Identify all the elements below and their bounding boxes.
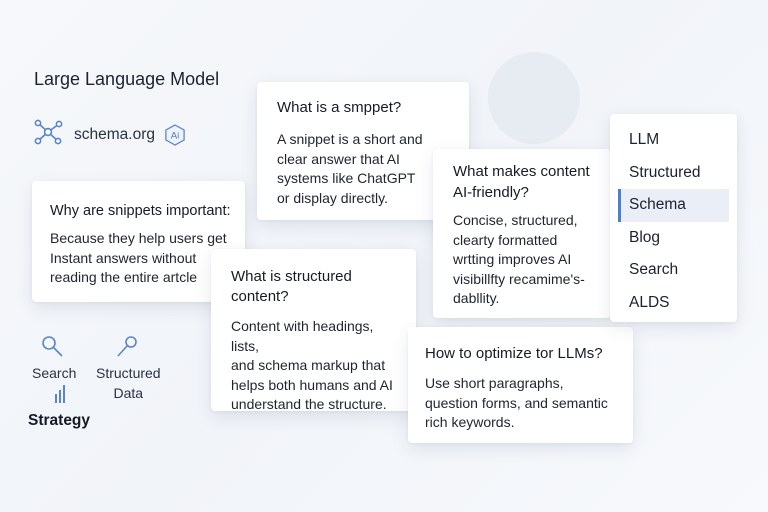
ai-badge-icon: Ai bbox=[165, 123, 185, 146]
structured-data-label: Structured Data bbox=[96, 365, 161, 401]
sidebar-item-search[interactable]: Search bbox=[629, 261, 679, 279]
pin-icon bbox=[115, 334, 141, 365]
page-title: Large Language Model bbox=[34, 69, 220, 89]
card-why-snippets: Why are snippets important: Because they… bbox=[32, 181, 245, 302]
card-title: How to optimize tor LLMs? bbox=[425, 345, 603, 362]
sidebar-item-schema[interactable]: Schema bbox=[618, 189, 729, 222]
card-title: What is a smppet? bbox=[277, 99, 402, 116]
ai-badge-text: Ai bbox=[171, 130, 179, 141]
card-body: Because they help users get Instant answ… bbox=[50, 230, 227, 285]
sidebar-item-llm[interactable]: LLM bbox=[629, 131, 660, 149]
card-body: Concise, structured, clearty formatted w… bbox=[453, 212, 585, 306]
card-title: What is structured content? bbox=[231, 268, 352, 305]
card-ai-friendly: What makes content AI-friendly? Concise,… bbox=[433, 149, 611, 318]
strategy-label: Strategy bbox=[28, 412, 91, 429]
schema-label: schema.org bbox=[74, 125, 155, 143]
card-body: A snippet is a short and clear answer th… bbox=[277, 131, 423, 206]
sidebar-item-alds[interactable]: ALDS bbox=[629, 293, 670, 311]
card-body: Content with headings, lists, and schema… bbox=[231, 318, 393, 412]
card-title: Why are snippets important: bbox=[50, 203, 231, 219]
sidebar-item-blog[interactable]: Blog bbox=[629, 228, 661, 246]
card-structured-content: What is structured content? Content with… bbox=[211, 249, 416, 412]
card-what-is-snippet: What is a smppet? A snippet is a short a… bbox=[257, 82, 469, 220]
card-body: Use short paragraphs, question forms, an… bbox=[425, 375, 608, 430]
magnifier-icon bbox=[40, 334, 66, 365]
decorative-circle bbox=[488, 52, 580, 144]
card-optimize-llms: How to optimize tor LLMs? Use short para… bbox=[408, 327, 633, 443]
schema-row: schema.org Ai bbox=[32, 118, 185, 151]
bar-chart-icon bbox=[54, 384, 66, 409]
search-label: Search bbox=[32, 365, 77, 381]
strategy-icons: Search Structured Data bbox=[26, 330, 176, 440]
sidebar-item-structured[interactable]: Structured bbox=[629, 163, 701, 181]
network-icon bbox=[32, 118, 64, 151]
topic-sidebar: LLM Structured Schema Blog Search ALDS bbox=[610, 114, 737, 322]
card-title: What makes content AI-friendly? bbox=[453, 163, 590, 201]
